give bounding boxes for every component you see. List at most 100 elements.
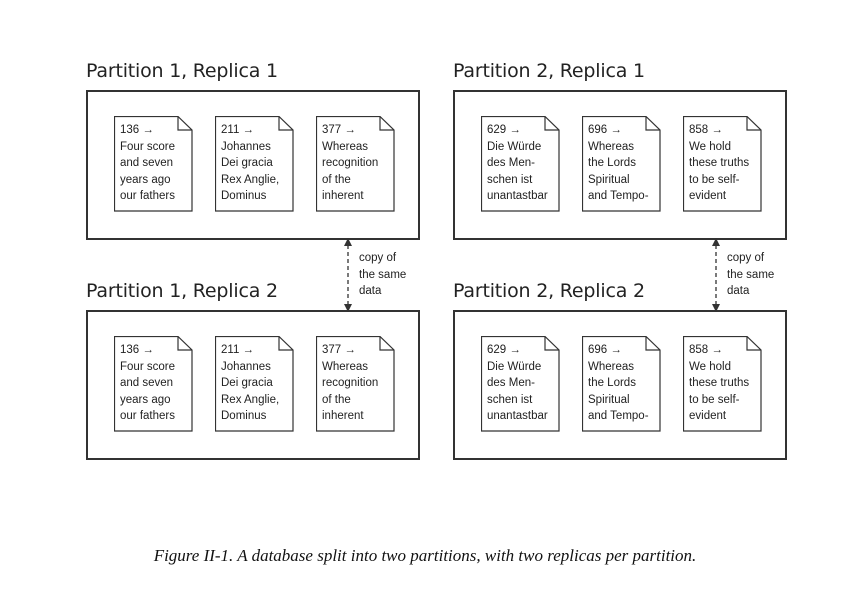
- document-key: 696 →: [588, 124, 622, 136]
- document-key: 858 →: [689, 344, 723, 356]
- document-text: 629 → Die Würde des Men-schen ist unantastb…: [487, 342, 548, 425]
- document-text-line: these truths: [689, 157, 750, 169]
- replication-label-partition-2: copy of the same data: [727, 252, 775, 297]
- document-text-line: the Lords: [588, 377, 636, 389]
- document-text-line: Whereas: [588, 360, 635, 373]
- right-arrow-icon: →: [142, 124, 154, 136]
- document-key: 211 →: [221, 124, 255, 136]
- document-text-line: Dominus: [221, 410, 267, 422]
- partition-1-replica-2-box: 136 → Four score and seven years ago our fat…: [86, 310, 420, 460]
- document-text-line: and seven: [120, 157, 174, 169]
- right-arrow-icon: →: [344, 124, 356, 136]
- document-text-line: Johannes: [221, 140, 271, 153]
- partition-2-replica-2-title: Partition 2, Replica 2: [453, 280, 645, 302]
- document-136: 136 → Four score and seven years ago our fat…: [114, 336, 193, 432]
- document-text: 858 → We hold these truths to be self-evide…: [689, 342, 749, 425]
- document-text-line: Whereas: [588, 140, 635, 153]
- document-text-line: and seven: [120, 377, 174, 389]
- right-arrow-icon: →: [610, 344, 622, 356]
- document-key: 211 →: [221, 344, 255, 356]
- document-text-line: Dominus: [221, 190, 267, 202]
- document-text-line: years ago: [120, 393, 171, 406]
- document-page-icon: [215, 336, 294, 432]
- document-text-line: Four score: [120, 360, 175, 373]
- right-arrow-icon: →: [142, 344, 154, 356]
- document-text-line: Spiritual: [588, 173, 630, 186]
- document-page-icon: [683, 116, 762, 212]
- document-858: 858 → We hold these truths to be self-evide…: [683, 336, 762, 432]
- document-text-line: to be self-: [689, 173, 740, 186]
- document-text-line: to be self-: [689, 393, 740, 406]
- document-text-line: Rex Anglie,: [221, 173, 280, 186]
- document-text-line: and Tempo-: [588, 410, 649, 422]
- document-key: 629 →: [487, 124, 521, 136]
- document-text-line: schen ist: [487, 393, 533, 406]
- document-text-line: of the: [322, 173, 351, 186]
- document-page-icon: [582, 116, 661, 212]
- document-text-line: unantastbar: [487, 410, 548, 422]
- document-text-line: evident: [689, 410, 727, 422]
- document-text-line: Dei gracia: [221, 377, 273, 389]
- document-text-line: the Lords: [588, 157, 636, 169]
- document-text-line: Rex Anglie,: [221, 393, 280, 406]
- document-text-line: inherent: [322, 190, 364, 202]
- document-text-line: of the: [322, 393, 351, 406]
- document-page-icon: [114, 336, 193, 432]
- document-text: 858 → We hold these truths to be self-evide…: [689, 122, 749, 205]
- document-text-line: unantastbar: [487, 190, 548, 202]
- document-page-icon: [481, 116, 560, 212]
- document-page-icon: [683, 336, 762, 432]
- document-page-icon: [582, 336, 661, 432]
- document-text-line: and Tempo-: [588, 190, 649, 202]
- document-629: 629 → Die Würde des Men-schen ist unantastb…: [481, 336, 560, 432]
- document-key: 629 →: [487, 344, 521, 356]
- right-arrow-icon: →: [344, 344, 356, 356]
- right-arrow-icon: →: [711, 124, 723, 136]
- document-key: 858 →: [689, 124, 723, 136]
- partition-1-replica-1-title: Partition 1, Replica 1: [86, 60, 278, 82]
- document-text-line: Four score: [120, 140, 175, 153]
- document-page-icon: [215, 116, 294, 212]
- document-key: 377 →: [322, 344, 356, 356]
- document-text-line: Whereas: [322, 140, 369, 153]
- document-key: 136 →: [120, 124, 154, 136]
- document-page-icon: [316, 116, 395, 212]
- right-arrow-icon: →: [610, 124, 622, 136]
- document-text-line: Johannes: [221, 360, 271, 373]
- document-text-line: des Men-: [487, 377, 535, 389]
- document-text-line: We hold: [689, 360, 731, 373]
- document-key: 136 →: [120, 344, 154, 356]
- figure-caption: Figure II-1. A database split into two p…: [153, 546, 697, 565]
- document-text-line: these truths: [689, 377, 750, 389]
- document-page-icon: [481, 336, 560, 432]
- replication-arrow-partition-1: [344, 238, 352, 312]
- document-text-line: our fathers: [120, 410, 175, 422]
- document-page-icon: [114, 116, 193, 212]
- document-page-icon: [316, 336, 395, 432]
- partition-2-replica-1-title: Partition 2, Replica 1: [453, 60, 645, 82]
- document-text-line: Die Würde: [487, 360, 542, 373]
- document-text-line: Whereas: [322, 360, 369, 373]
- document-text-line: We hold: [689, 140, 731, 153]
- document-text-line: recognition: [322, 157, 379, 169]
- document-text-line: evident: [689, 190, 727, 202]
- document-text-line: Die Würde: [487, 140, 542, 153]
- right-arrow-icon: →: [242, 344, 255, 356]
- partition-1-replica-2-title: Partition 1, Replica 2: [86, 280, 278, 302]
- document-text: 136 → Four score and seven years ago our fat…: [120, 342, 175, 425]
